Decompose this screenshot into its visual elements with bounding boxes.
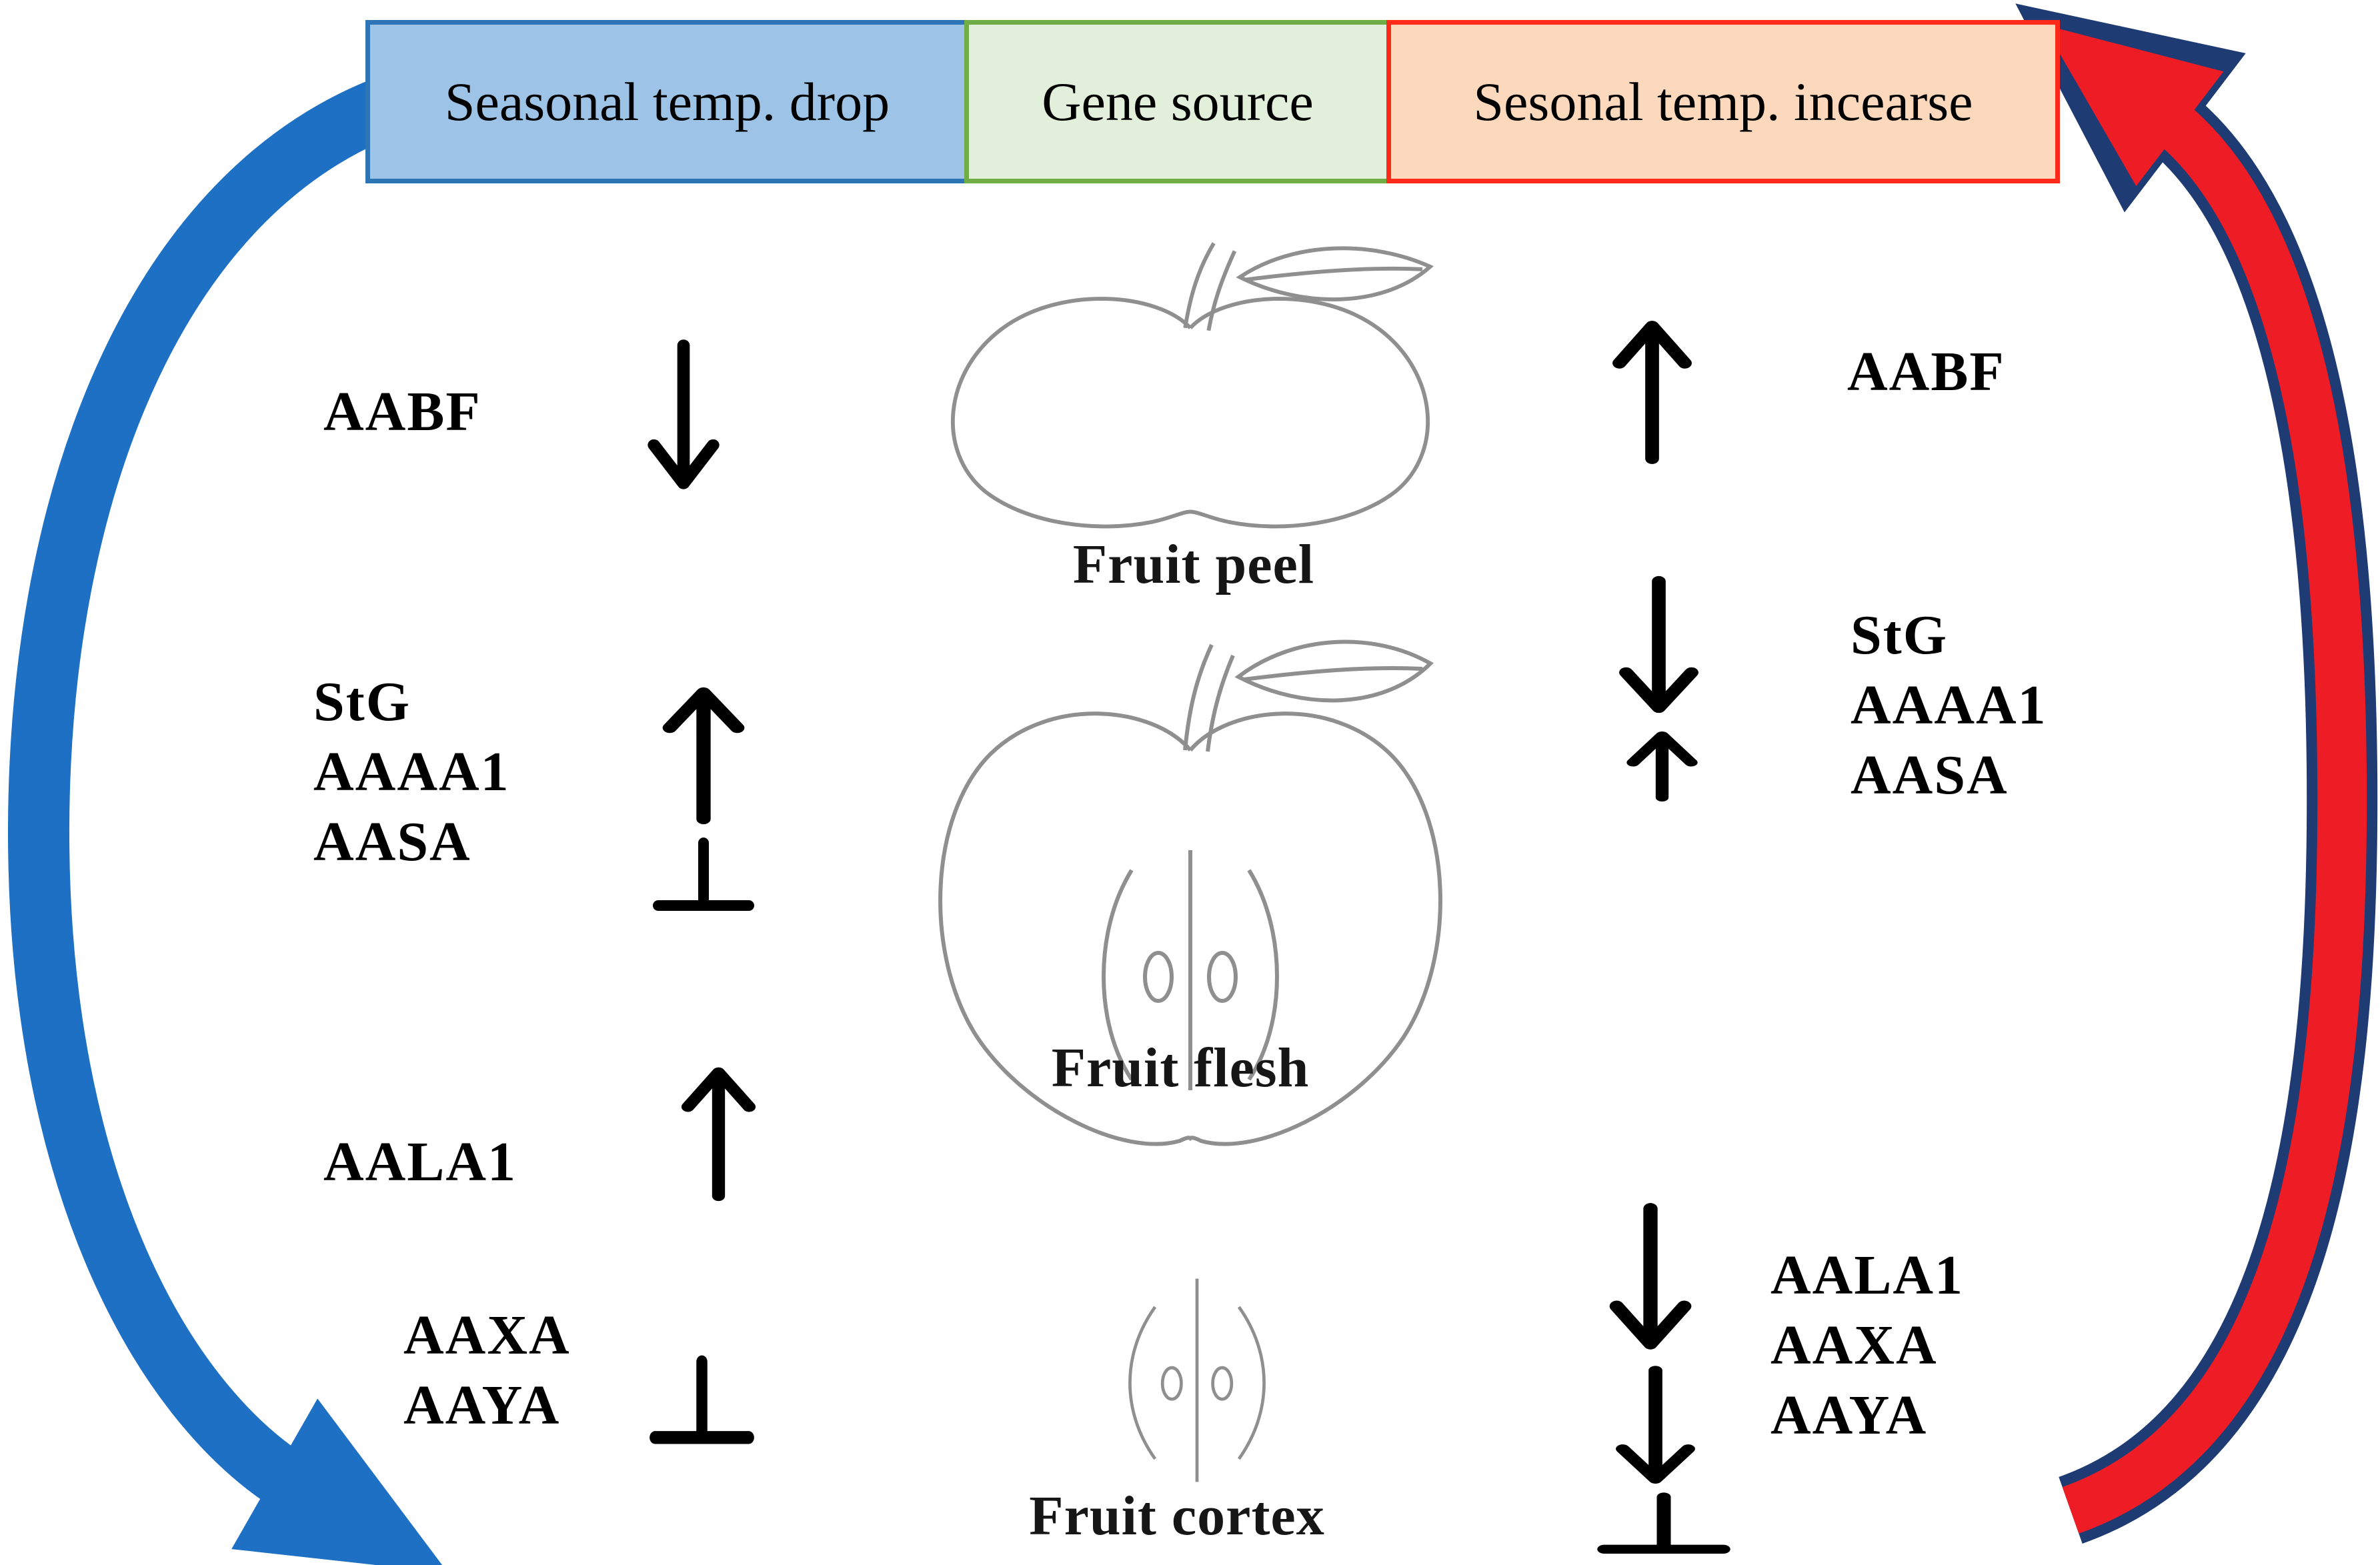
gene-label: AAYA (403, 1374, 561, 1436)
gene-label: AAAA1 (313, 741, 510, 803)
gene-label: AALA1 (323, 1131, 517, 1193)
whole-apple-icon (950, 242, 1434, 529)
up-arrow-icon (662, 687, 745, 825)
down-arrow-icon (1619, 575, 1698, 713)
header-box-cold: Seasonal temp. drop (365, 20, 969, 183)
header-box-heat: Sesonal temp. incearse (1386, 20, 2060, 183)
gene-group-cold-aabf: AABF (323, 377, 481, 447)
down-arrow-icon (648, 339, 720, 489)
inhibition-bar-icon (653, 838, 754, 911)
gene-label: StG (313, 671, 411, 733)
up-arrow-icon (1612, 321, 1692, 464)
down-arrow-icon (1616, 1366, 1695, 1484)
gene-label: AASA (1851, 744, 2009, 806)
header-heat-label: Sesonal temp. incearse (1473, 71, 1973, 132)
gene-group-cold-stg: StG AAAA1 AASA (313, 667, 510, 877)
cut-apple-icon (938, 639, 1442, 1146)
fruit-cortex-label: Fruit cortex (1029, 1485, 1325, 1547)
fruit-cortex-icon (1128, 1278, 1266, 1482)
gene-label: AASA (313, 811, 471, 873)
gene-label: StG (1851, 604, 1949, 666)
header-box-gene-source: Gene source (964, 20, 1391, 183)
header-cold-label: Seasonal temp. drop (444, 71, 890, 132)
gene-group-cold-aaxa: AAXA AAYA (403, 1300, 571, 1440)
fruit-flesh-label: Fruit flesh (1051, 1037, 1310, 1099)
gene-group-heat-aala1: AALA1 AAXA AAYA (1770, 1240, 1964, 1450)
gene-label: AABF (1847, 341, 2005, 403)
heat-cycle-arrow-icon (2043, 24, 2367, 1534)
gene-label: AABF (323, 381, 481, 443)
gene-label: AALA1 (1770, 1244, 1965, 1306)
gene-label: AAXA (1770, 1314, 1938, 1376)
fruit-peel-label: Fruit peel (1072, 533, 1315, 595)
gene-label: AAXA (403, 1304, 571, 1366)
inhibition-bar-icon (650, 1355, 754, 1444)
inhibition-bar-icon (1597, 1492, 1730, 1554)
up-arrow-icon (681, 1067, 756, 1202)
small-up-arrow-icon (1626, 731, 1698, 802)
gene-label: AAAA1 (1851, 674, 2047, 736)
gene-group-cold-aala1: AALA1 (323, 1127, 517, 1197)
gene-group-heat-aabf: AABF (1847, 337, 2005, 407)
down-arrow-icon (1609, 1203, 1692, 1350)
header-gene-source-label: Gene source (1042, 71, 1314, 132)
gene-label: AAYA (1770, 1384, 1928, 1446)
cold-cycle-arrow-icon (7, 63, 448, 1565)
gene-group-heat-stg: StG AAAA1 AASA (1851, 600, 2047, 810)
